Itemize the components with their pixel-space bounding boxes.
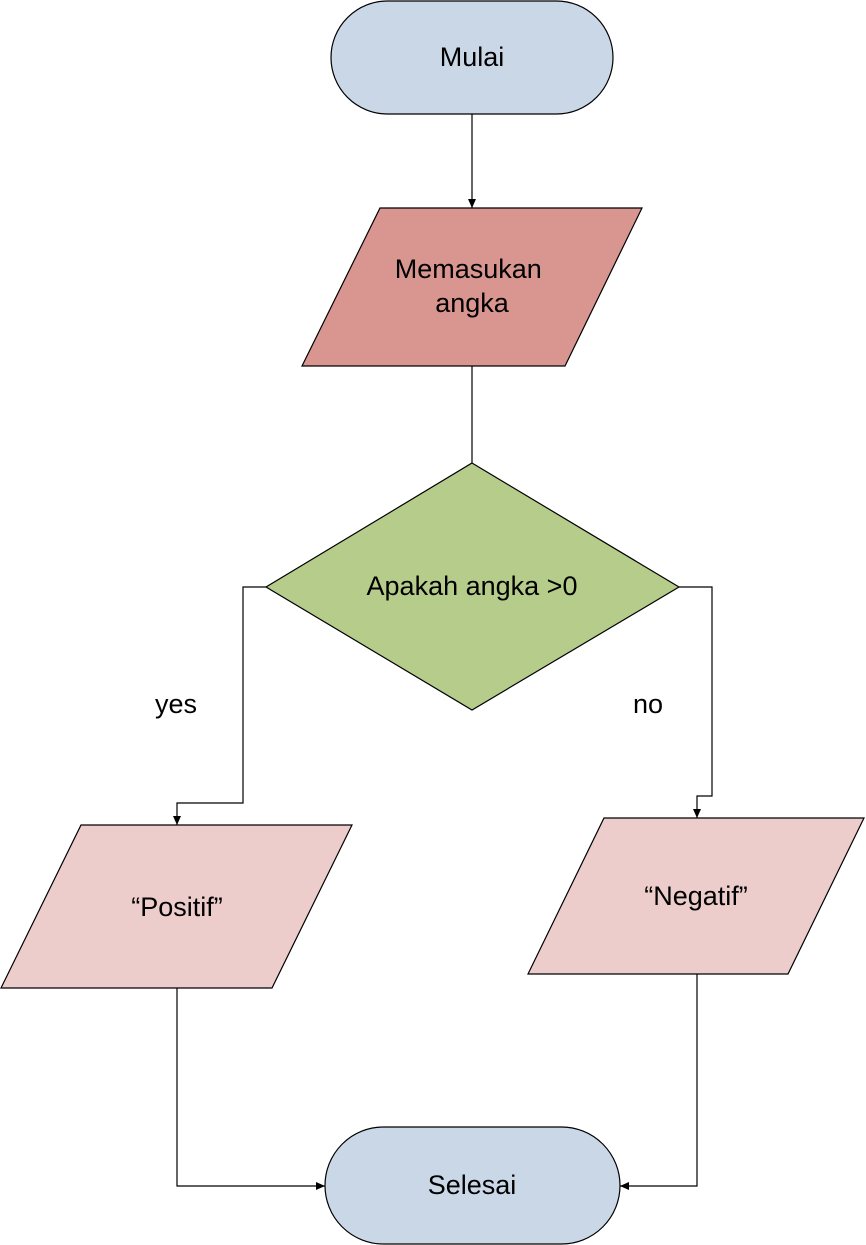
decision-shape — [264, 462, 681, 711]
output-negative-shape — [527, 817, 865, 975]
decision-label: Apakah angka >0 — [367, 571, 578, 601]
connector-negative-to-end — [620, 974, 698, 1190]
decision-step: Apakah angka >0 — [264, 462, 681, 711]
connector-decision-no — [679, 586, 713, 818]
output-negative-step: “Negatif” — [527, 817, 865, 975]
input-step: Memasukan angka — [301, 207, 643, 367]
start-label: Mulai — [440, 42, 505, 72]
input-label: Memasukan angka — [395, 254, 550, 318]
start-shape — [330, 0, 614, 115]
output-positive-label: “Positif” — [131, 892, 223, 922]
connector-positive-to-end — [176, 988, 325, 1190]
end-label: Selesai — [428, 1170, 517, 1200]
input-shape — [301, 207, 643, 367]
branch-no-label: no — [633, 689, 663, 719]
end-terminator: Selesai — [324, 1126, 621, 1245]
output-negative-label: “Negatif” — [644, 881, 748, 911]
end-shape — [324, 1126, 621, 1245]
connector-decision-yes — [173, 586, 266, 825]
start-terminator: Mulai — [330, 0, 614, 115]
input-label-line-2: angka — [435, 288, 510, 318]
output-positive-step: “Positif” — [0, 824, 353, 989]
branch-yes-label: yes — [155, 689, 197, 719]
input-label-line-1: Memasukan — [395, 254, 542, 284]
output-positive-shape — [0, 824, 353, 989]
